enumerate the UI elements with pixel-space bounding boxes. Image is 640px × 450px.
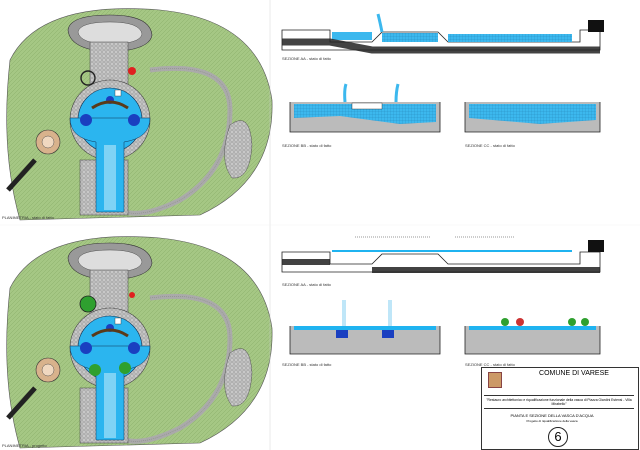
caption-plan-project: PLANIMETRIA - progetto bbox=[2, 443, 47, 448]
project-title: "Restauro architettonico e riqualificazi… bbox=[484, 395, 634, 409]
section-bb-existing bbox=[289, 83, 441, 133]
section-aa-existing bbox=[281, 13, 604, 54]
caption-section-bb-existing: SEZIONE BB - stato di fatto bbox=[282, 143, 332, 148]
sheet-number: 6 bbox=[548, 427, 568, 447]
drawing-title: PIANTA E SEZIONE DELLA VASCA D'ACQUA bbox=[510, 413, 594, 418]
coat-of-arms-icon bbox=[488, 372, 502, 388]
title-block: COMUNE DI VARESE "Restauro architettonic… bbox=[481, 367, 639, 450]
caption-section-cc-existing: SEZIONE CC - stato di fatto bbox=[465, 143, 515, 148]
plan-existing bbox=[7, 9, 272, 220]
caption-section-aa-existing: SEZIONE AA - stato di fatto bbox=[282, 56, 331, 61]
municipality-name: COMUNE DI VARESE bbox=[539, 370, 609, 377]
section-aa-project bbox=[281, 236, 604, 273]
plan-project bbox=[7, 237, 272, 448]
caption-section-cc-project: SEZIONE CC - stato di fatto bbox=[465, 362, 515, 367]
section-bb-project bbox=[289, 300, 441, 355]
caption-section-bb-project: SEZIONE BB - stato di fatto bbox=[282, 362, 332, 367]
section-cc-project bbox=[464, 318, 601, 355]
section-cc-existing bbox=[464, 102, 601, 133]
caption-plan-existing: PLANIMETRIA - stato di fatto bbox=[2, 215, 54, 220]
caption-section-aa-project: SEZIONE AA - stato di fatto bbox=[282, 282, 331, 287]
drawing-subtitle: Progetto di riqualificazione della vasca bbox=[526, 419, 578, 423]
